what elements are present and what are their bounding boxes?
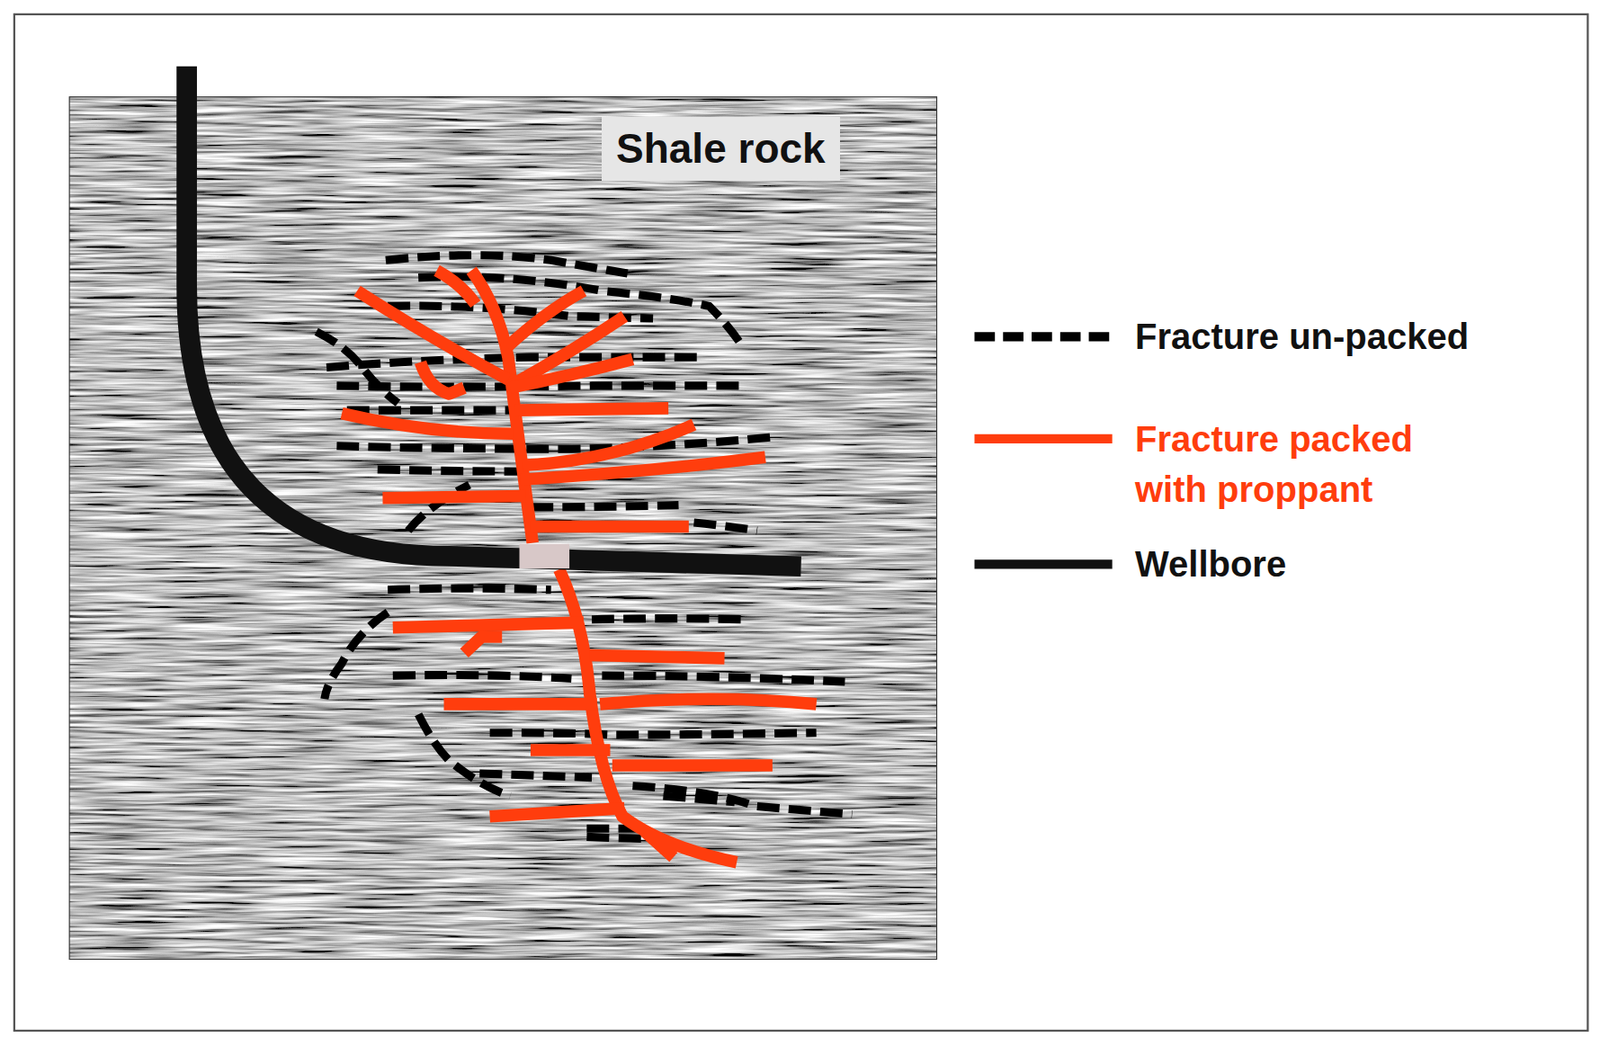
shale-rock: [69, 97, 937, 960]
legend-text: Fracture un-packed: [1135, 311, 1469, 362]
outer-frame: [14, 14, 1589, 1031]
rock-label: Shale rock: [601, 116, 841, 181]
legend-sample-red: [974, 434, 1113, 444]
legend-sample-dashed: [974, 331, 1113, 341]
legend-sample-solid: [974, 559, 1113, 569]
legend-text: Fracture packed with proppant: [1135, 413, 1486, 515]
perforation: [518, 544, 570, 569]
legend-text: Wellbore: [1135, 538, 1287, 590]
